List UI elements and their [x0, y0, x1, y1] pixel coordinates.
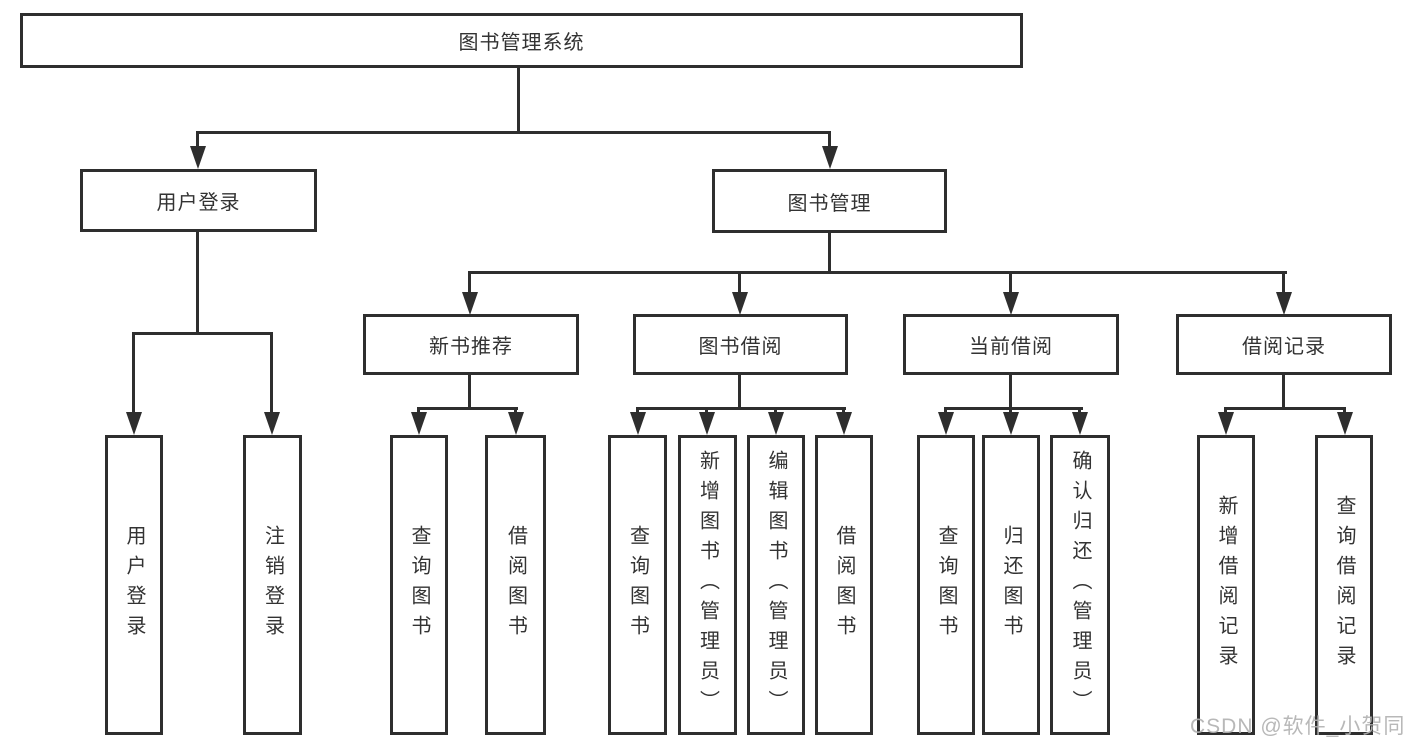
node-root: 图书管理系统: [20, 13, 1023, 68]
connector-stem: [738, 271, 741, 295]
node-book-borrow-label: 图书借阅: [698, 336, 783, 358]
leaf-label: 查询借阅记录: [1333, 495, 1355, 675]
node-leaf-confirm-return-admin: 确认归还（管理员）: [1050, 435, 1110, 735]
node-leaf-logout: 注销登录: [243, 435, 302, 735]
connector-bar: [944, 407, 1083, 410]
connector-stem: [1009, 271, 1012, 295]
leaf-label: 确认归还（管理员）: [1069, 450, 1091, 720]
node-book-borrow: 图书借阅: [633, 314, 848, 375]
connector-stem: [828, 131, 831, 151]
connector-stem: [738, 375, 741, 410]
connector-arrowhead: [938, 412, 954, 435]
connector-bar: [417, 407, 518, 410]
node-leaf-borrow-books-recommend: 借阅图书: [485, 435, 546, 735]
node-leaf-borrow-books: 借阅图书: [815, 435, 873, 735]
connector-arrowhead: [190, 146, 206, 169]
connector-root-stem: [517, 68, 520, 134]
connector-arrowhead: [1337, 412, 1353, 435]
connector-arrowhead: [1003, 412, 1019, 435]
connector-arrowhead: [264, 412, 280, 435]
leaf-label: 借阅图书: [504, 525, 527, 645]
connector-arrowhead: [462, 292, 478, 315]
node-borrow-records: 借阅记录: [1176, 314, 1392, 375]
connector-root-bar: [196, 131, 831, 134]
leaf-label: 新增借阅记录: [1215, 495, 1237, 675]
node-new-book-recommend-label: 新书推荐: [429, 336, 513, 358]
connector-arrowhead: [1003, 292, 1019, 315]
connector-stem: [132, 332, 135, 415]
node-user-login: 用户登录: [80, 169, 317, 232]
connector-arrowhead: [1072, 412, 1088, 435]
connector-stem: [468, 271, 471, 295]
connector-arrowhead: [1276, 292, 1292, 315]
leaf-label: 查询图书: [408, 525, 430, 645]
leaf-label: 注销登录: [261, 525, 284, 645]
connector-arrowhead: [732, 292, 748, 315]
node-leaf-user-login: 用户登录: [105, 435, 163, 735]
csdn-watermark: CSDN @软件_小贺同学: [1190, 710, 1405, 740]
connector-stem: [1282, 375, 1285, 410]
leaf-label: 查询图书: [935, 525, 957, 645]
connector-arrowhead: [699, 412, 715, 435]
connector-stem: [196, 131, 199, 151]
connector-bar: [1224, 407, 1346, 410]
connector-arrowhead: [508, 412, 524, 435]
node-leaf-query-books-recommend: 查询图书: [390, 435, 448, 735]
csdn-watermark-text: CSDN @软件_小贺同学: [1190, 715, 1405, 738]
node-current-borrow-label: 当前借阅: [969, 336, 1053, 358]
node-leaf-query-borrow-record: 查询借阅记录: [1315, 435, 1373, 735]
leaf-label: 新增图书（管理员）: [696, 450, 719, 720]
connector-arrowhead: [411, 412, 427, 435]
node-leaf-return-books: 归还图书: [982, 435, 1040, 735]
leaf-label: 编辑图书（管理员）: [765, 450, 787, 720]
node-leaf-add-borrow-record: 新增借阅记录: [1197, 435, 1255, 735]
connector-arrowhead: [126, 412, 142, 435]
node-book-management: 图书管理: [712, 169, 947, 233]
connector-bar: [132, 332, 273, 335]
connector-arrowhead: [768, 412, 784, 435]
connector-arrowhead: [836, 412, 852, 435]
connector-bar: [468, 271, 1287, 274]
node-leaf-edit-books-admin: 编辑图书（管理员）: [747, 435, 805, 735]
node-root-label: 图书管理系统: [458, 32, 585, 54]
leaf-label: 用户登录: [123, 525, 145, 645]
node-book-management-label: 图书管理: [787, 192, 872, 215]
connector-bar: [636, 407, 846, 410]
connector-stem: [270, 332, 273, 415]
connector-stem: [828, 233, 831, 273]
node-leaf-query-books-current: 查询图书: [917, 435, 975, 735]
node-user-login-label: 用户登录: [156, 192, 241, 214]
connector-arrowhead: [1218, 412, 1234, 435]
leaf-label: 查询图书: [626, 525, 649, 645]
node-borrow-records-label: 借阅记录: [1242, 336, 1326, 358]
node-new-book-recommend: 新书推荐: [363, 314, 579, 375]
connector-stem: [1282, 271, 1285, 295]
node-leaf-add-books-admin: 新增图书（管理员）: [678, 435, 737, 735]
connector-arrowhead: [822, 146, 838, 169]
leaf-label: 归还图书: [1000, 525, 1022, 645]
node-leaf-query-books-borrow: 查询图书: [608, 435, 667, 735]
connector-arrowhead: [630, 412, 646, 435]
connector-stem: [196, 232, 199, 334]
connector-stem: [1009, 375, 1012, 410]
leaf-label: 借阅图书: [833, 525, 855, 645]
connector-stem: [468, 375, 471, 410]
node-current-borrow: 当前借阅: [903, 314, 1119, 375]
